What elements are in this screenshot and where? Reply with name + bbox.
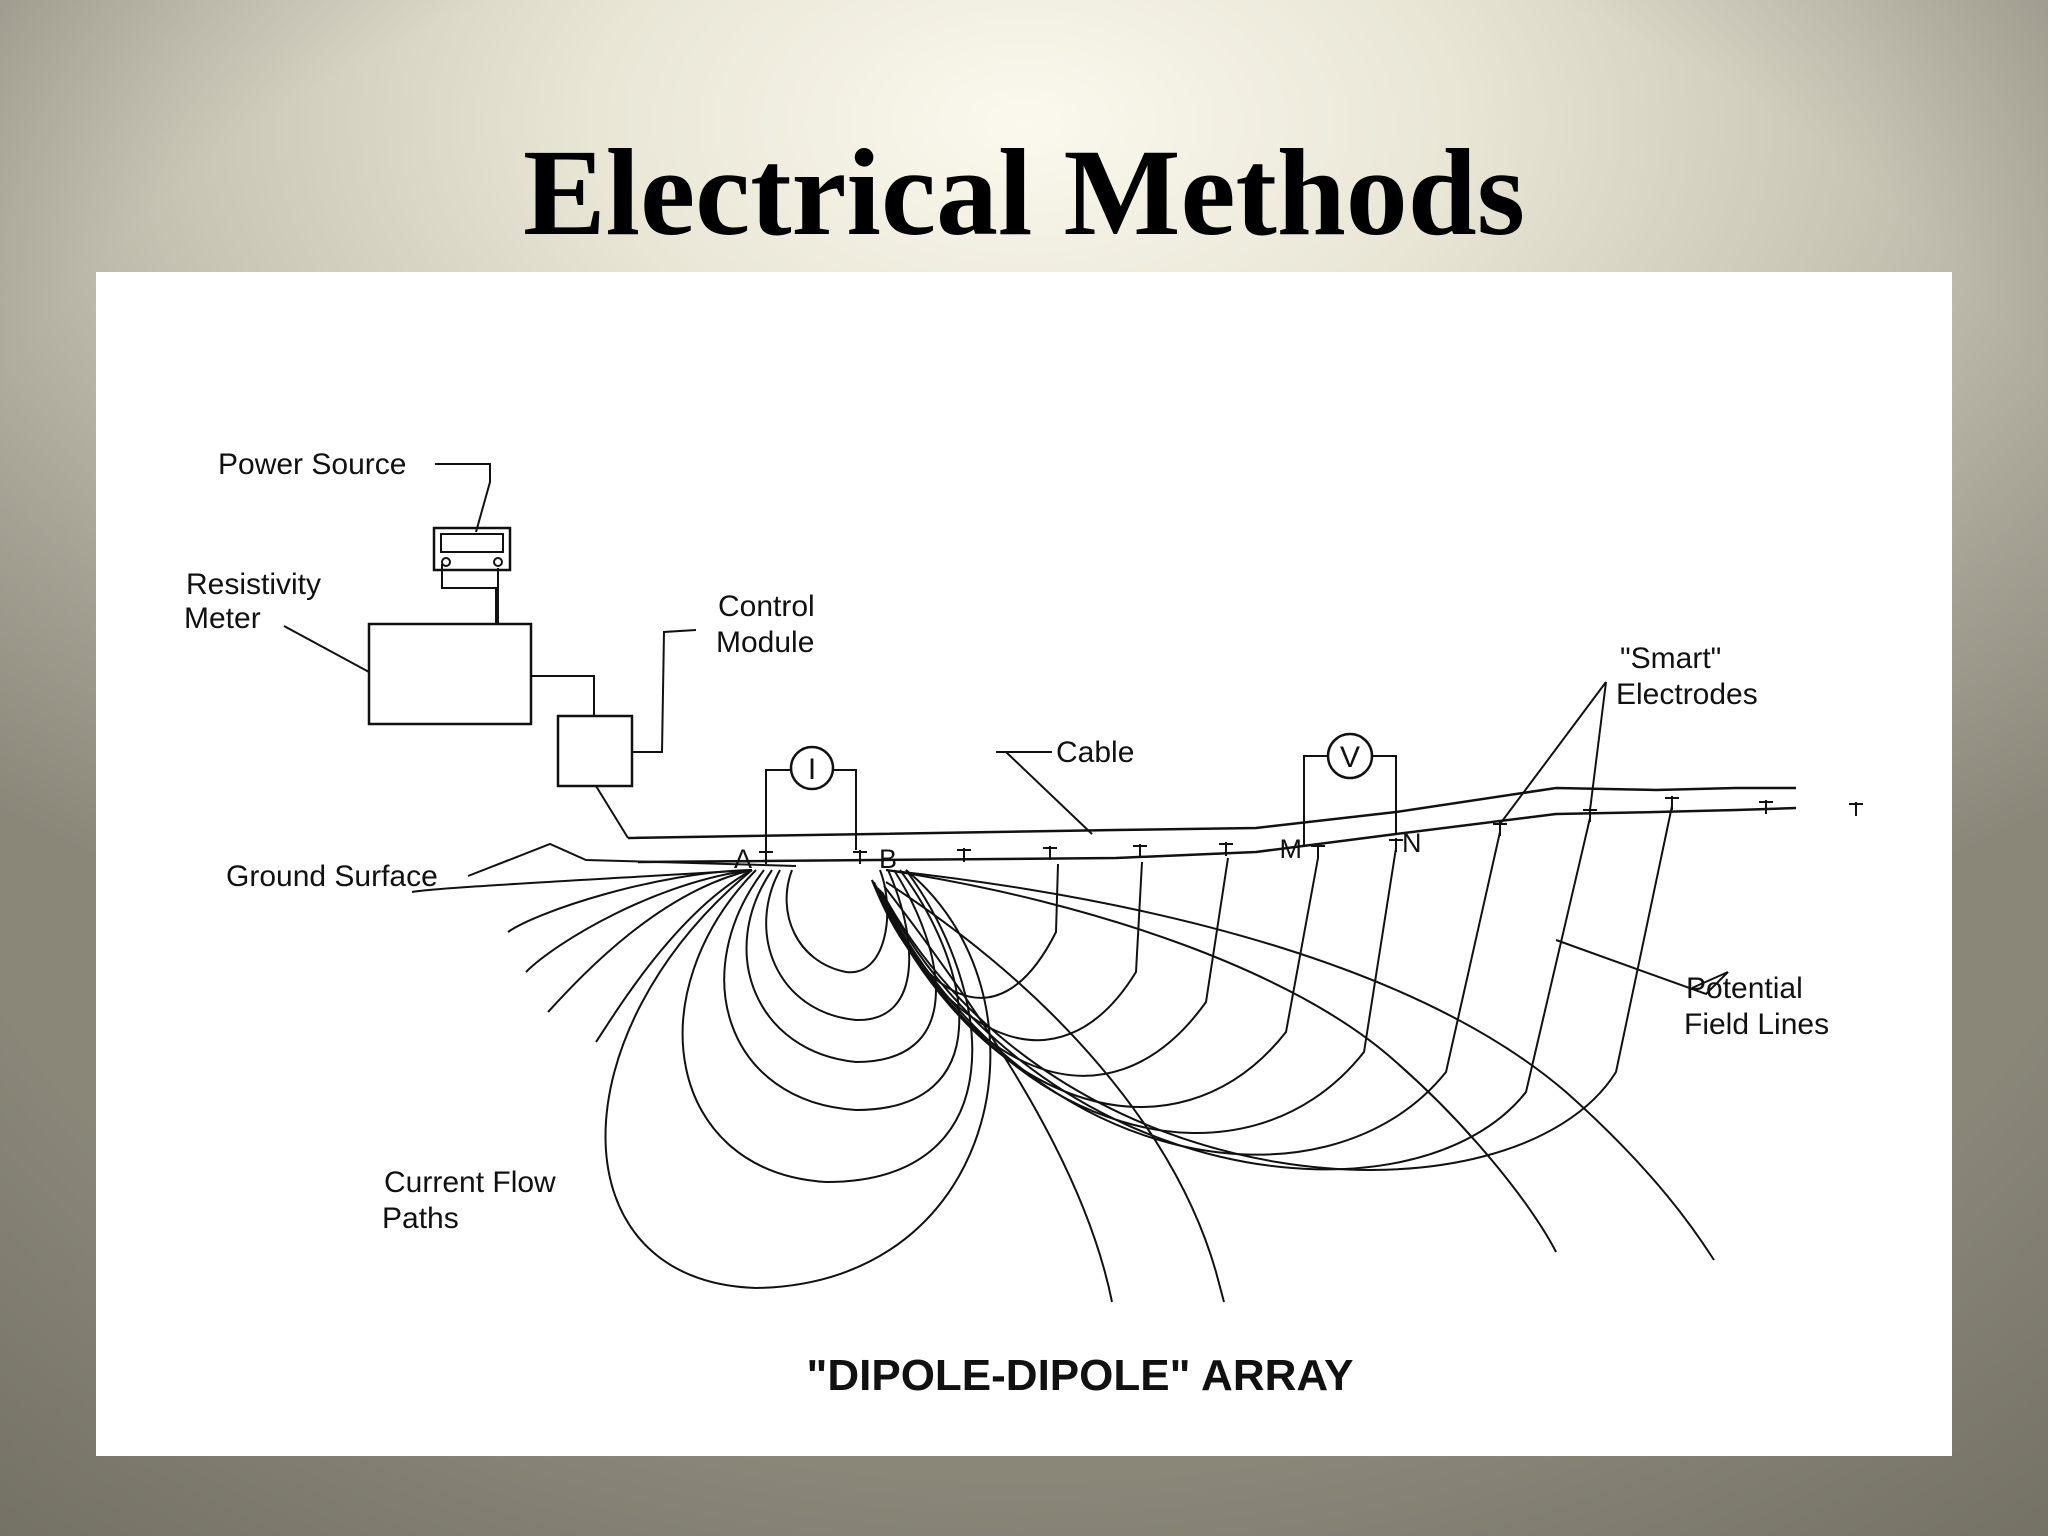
power-source-label: Power Source <box>218 448 406 481</box>
electrode-a-label: A <box>734 844 752 874</box>
electrode-m-label: M <box>1280 834 1303 864</box>
smart-electrodes-leader <box>1499 681 1607 825</box>
dipole-dipole-diagram: I V A B M N <box>184 448 1863 1400</box>
slide-title: Electrical Methods <box>522 124 1526 261</box>
potential-field-lines-label-line1: Potential <box>1686 972 1803 1005</box>
control-module-label-line1: Control <box>718 590 815 623</box>
resistivity-meter-label-line1: Resistivity <box>186 568 321 601</box>
power-source-icon <box>432 463 512 624</box>
diagram-caption: "DIPOLE-DIPOLE" ARRAY <box>807 1351 1354 1400</box>
current-meter-label: I <box>808 753 816 786</box>
cable-label: Cable <box>1056 736 1134 769</box>
current-flow-paths-label-line1: Current Flow <box>384 1166 556 1199</box>
current-flow-paths <box>411 869 992 1290</box>
resistivity-meter-label-line2: Meter <box>184 602 261 635</box>
resistivity-meter-box <box>367 622 533 726</box>
current-meter: I <box>765 745 857 858</box>
ground-surface-label: Ground Surface <box>226 860 438 893</box>
smart-electrodes-label-line1: "Smart" <box>1620 642 1721 675</box>
potential-field-lines-label-line2: Field Lines <box>1684 1008 1829 1041</box>
control-module-label-line2: Module <box>716 626 814 659</box>
control-module-leader <box>632 629 697 753</box>
voltage-meter-label: V <box>1340 741 1360 774</box>
diagram-panel: I V A B M N <box>96 272 1952 1456</box>
electrode-b-label: B <box>879 844 897 874</box>
current-flow-paths-label-line2: Paths <box>382 1202 459 1235</box>
potential-field-leader <box>1555 939 1729 996</box>
voltage-meter: V <box>1303 732 1397 846</box>
meter-to-module-wire <box>531 675 595 716</box>
electrode-n-label: N <box>1402 828 1422 858</box>
resistivity-meter-leader <box>283 625 370 673</box>
module-to-cable-wire <box>595 785 629 839</box>
control-module-box <box>556 714 634 788</box>
potential-field-lines <box>871 805 1715 1303</box>
ground-surface-leader <box>467 842 797 877</box>
smart-electrodes-label-line2: Electrodes <box>1616 678 1758 711</box>
electrode-markers <box>759 796 1863 864</box>
